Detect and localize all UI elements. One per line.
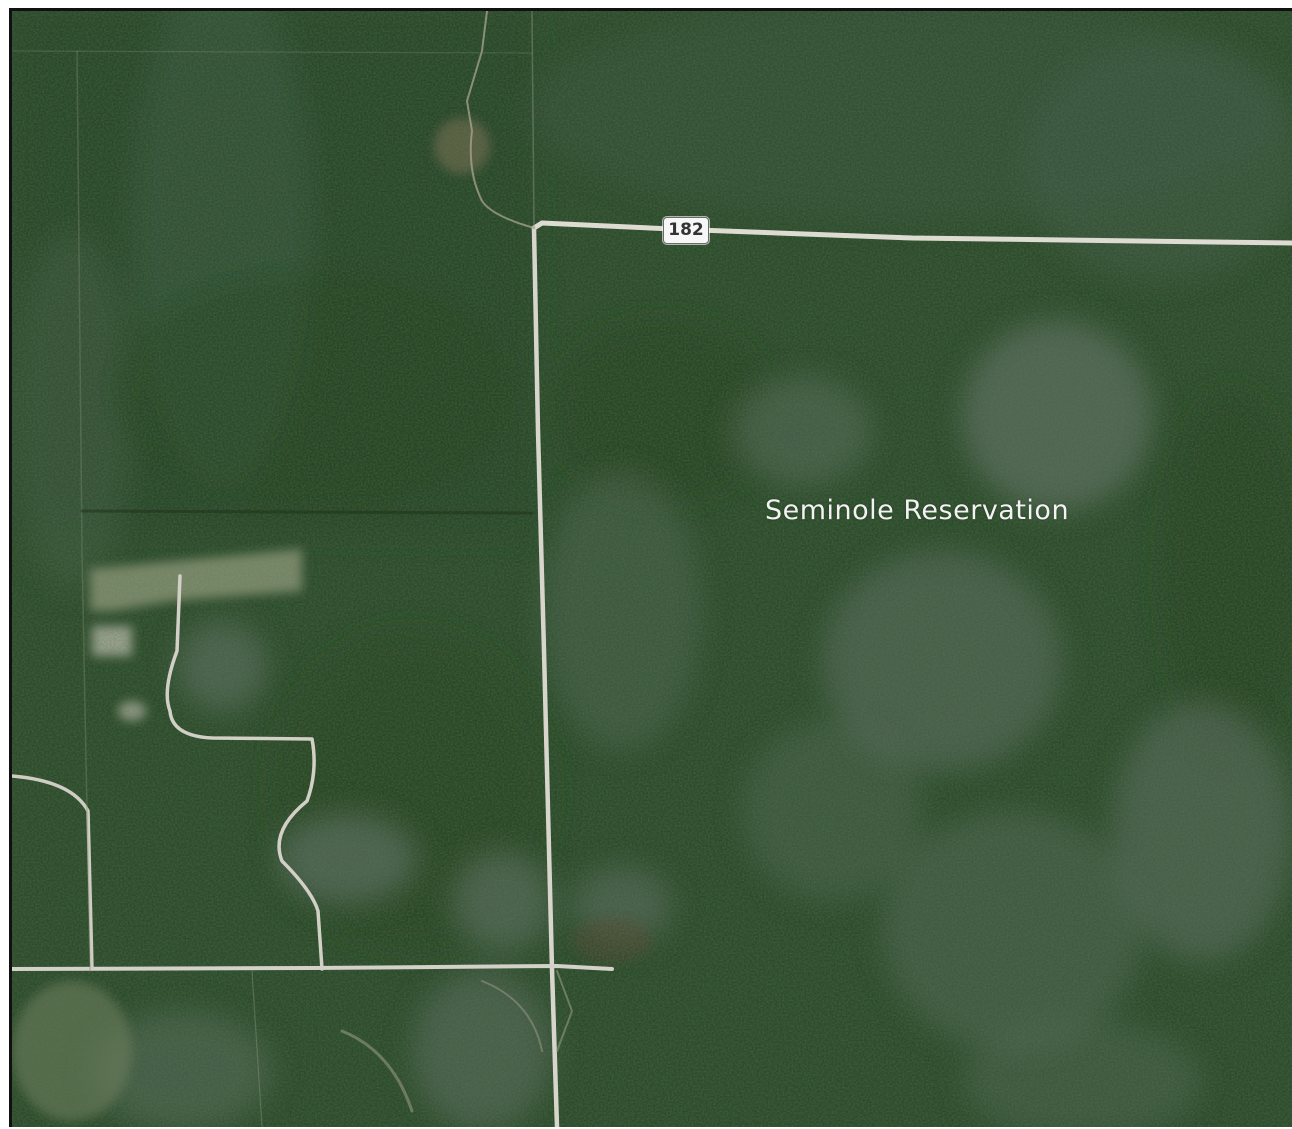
driveway-road	[165, 574, 324, 971]
north-trail	[466, 11, 535, 229]
west-side-road	[12, 774, 94, 971]
route-182-shield: 182	[663, 217, 709, 244]
region-label: Seminole Reservation	[765, 495, 1070, 526]
satellite-imagery	[12, 11, 1292, 1127]
north-south-road	[531, 225, 560, 1127]
south-east-west-road	[12, 964, 614, 971]
route-shield-number: 182	[668, 220, 704, 240]
satellite-map[interactable]: 182 Seminole Reservation	[9, 8, 1292, 1127]
